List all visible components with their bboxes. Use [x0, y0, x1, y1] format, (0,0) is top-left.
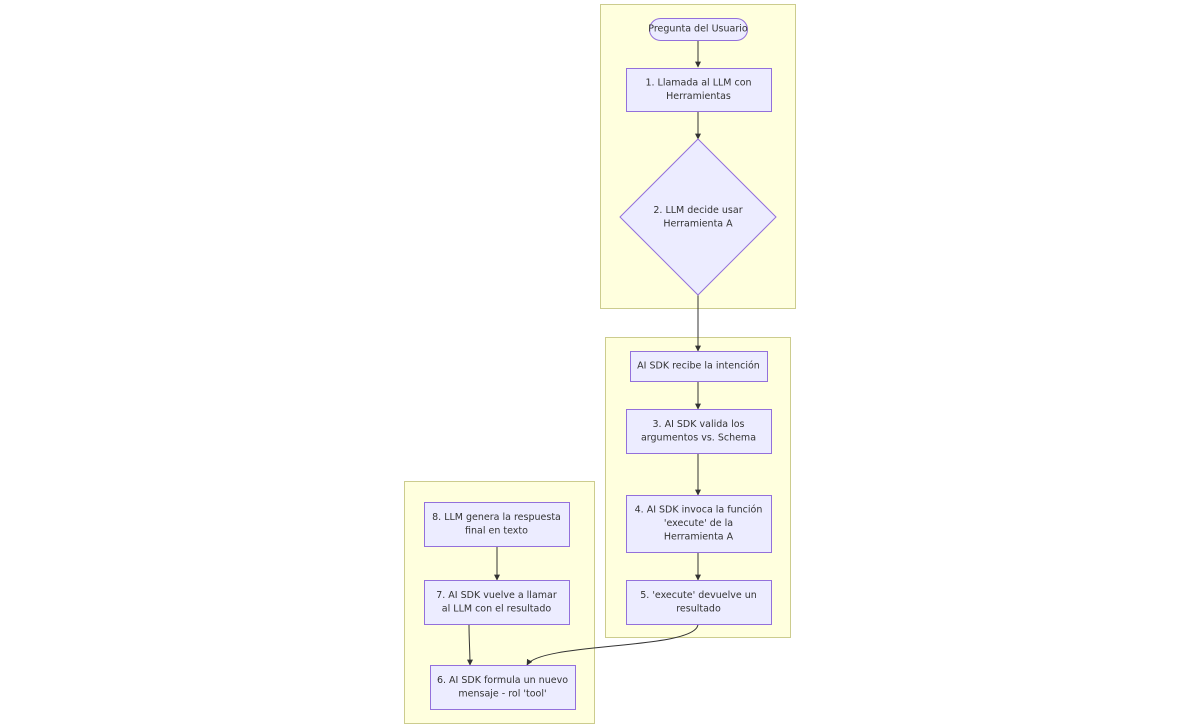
node-label-line: argumentos vs. Schema [641, 432, 756, 443]
node-label-line: 4. AI SDK invoca la función [635, 505, 763, 516]
node-label-line: 5. 'execute' devuelve un [640, 590, 757, 601]
process-box [424, 580, 570, 625]
node-label-line: mensaje - rol 'tool' [458, 688, 546, 699]
process-box [424, 502, 570, 547]
node-step8: 8. LLM genera la respuesta final en texto [424, 502, 570, 547]
node-label-line: 'execute' de la [664, 518, 733, 529]
node-label-line: 1. Llamada al LLM con [645, 77, 751, 88]
node-start: Pregunta del Usuario [648, 18, 748, 41]
node-label-line: Herramienta A [663, 218, 733, 229]
node-step7: 7. AI SDK vuelve a llamar al LLM con el r… [424, 580, 570, 625]
process-box [626, 495, 772, 553]
process-box [626, 409, 772, 454]
process-box [630, 351, 768, 382]
node-label-line: resultado [676, 603, 721, 614]
node-label-line: final en texto [465, 525, 528, 536]
node-sdk-intent: AI SDK recibe la intención [630, 351, 768, 382]
process-box [626, 68, 772, 112]
node-label-line: 2. LLM decide usar [653, 205, 742, 216]
process-box [430, 665, 576, 710]
node-label-line: AI SDK recibe la intención [637, 361, 760, 372]
node-step4: 4. AI SDK invoca la función 'execute' de … [626, 495, 772, 553]
node-label-line: al LLM con el resultado [442, 603, 552, 614]
terminal-shape [649, 18, 748, 41]
node-label-line: Herramienta A [664, 532, 734, 543]
edge-step5-step6 [526, 623, 699, 666]
node-label-line: 7. AI SDK vuelve a llamar [436, 590, 557, 601]
node-step3: 3. AI SDK valida los argumentos vs. Schem… [626, 409, 772, 454]
node-label-line: 8. LLM genera la respuesta [432, 512, 561, 523]
node-label-line: 6. AI SDK formula un nuevo [437, 675, 568, 686]
node-step6: 6. AI SDK formula un nuevo mensaje - rol … [430, 665, 576, 710]
edges [466, 40, 701, 666]
node-step5: 5. 'execute' devuelve un resultado [626, 580, 772, 625]
decision-diamond [619, 138, 777, 296]
edge-step7-step6 [466, 623, 473, 666]
node-label-line: Pregunta del Usuario [648, 24, 748, 35]
process-box [626, 580, 772, 625]
node-label-line: Herramientas [666, 91, 731, 102]
node-label-line: 3. AI SDK valida los [653, 419, 745, 430]
